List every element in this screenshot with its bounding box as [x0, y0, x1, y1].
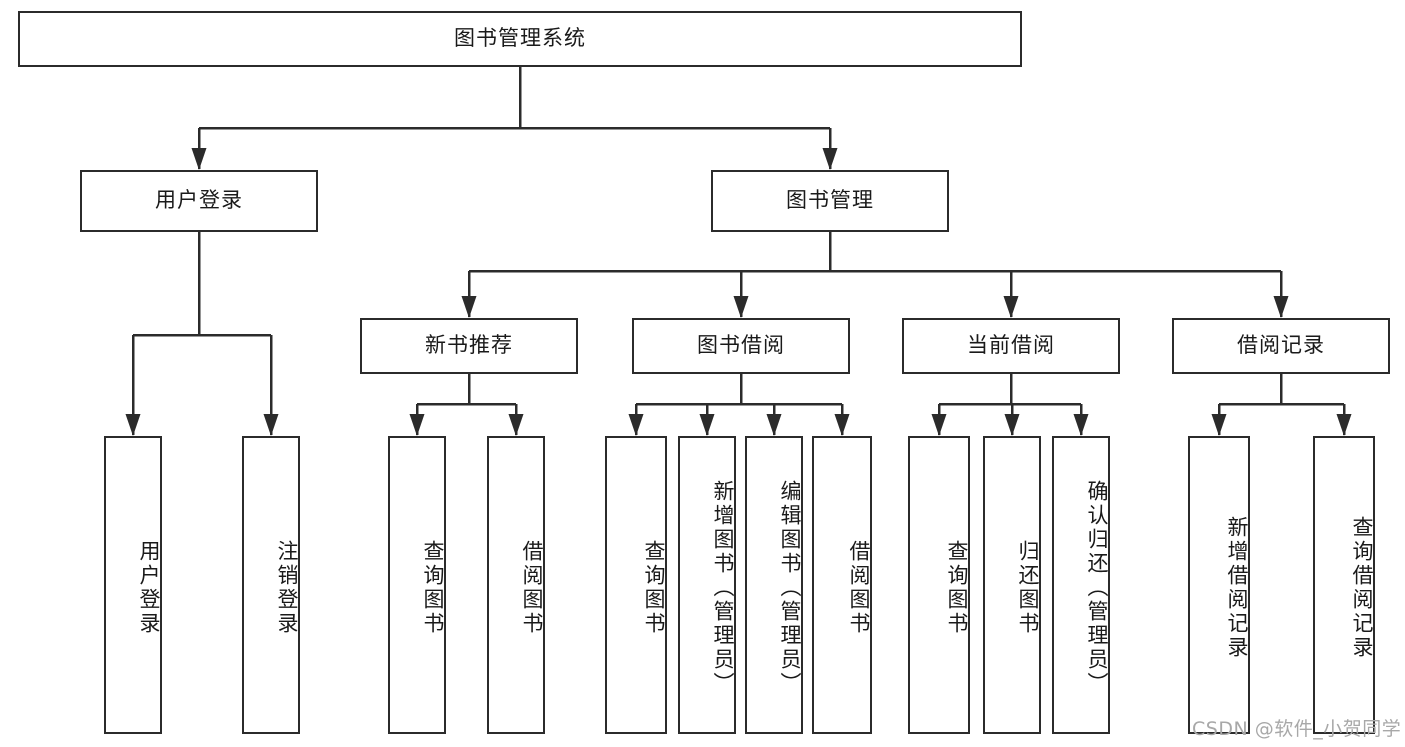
node-label: 用户登录	[137, 540, 161, 636]
edge-arrowhead	[1003, 296, 1019, 318]
edge-arrowhead	[1273, 296, 1289, 318]
node-label: 借阅记录	[1237, 333, 1325, 358]
node-l1-user[interactable]: 用户登录	[80, 170, 318, 232]
edge-arrowhead	[1211, 414, 1227, 436]
edge-arrowhead	[628, 414, 644, 436]
node-label: 图书借阅	[697, 333, 785, 358]
node-leaf-cu-return[interactable]: 归还图书	[983, 436, 1041, 734]
edge-arrowhead	[1073, 414, 1089, 436]
node-label: 查询图书	[421, 540, 445, 636]
node-leaf-bo-add[interactable]: 新增图书（管理员）	[678, 436, 736, 734]
node-l2-borrow[interactable]: 图书借阅	[632, 318, 850, 374]
node-l2-newbook[interactable]: 新书推荐	[360, 318, 578, 374]
edge-arrowhead	[1004, 414, 1020, 436]
node-label: 查询借阅记录	[1350, 516, 1374, 660]
node-label: 借阅图书	[520, 540, 544, 636]
node-leaf-nb-query[interactable]: 查询图书	[388, 436, 446, 734]
edge-arrowhead	[263, 414, 279, 436]
node-label: 当前借阅	[967, 333, 1055, 358]
node-leaf-bo-edit[interactable]: 编辑图书（管理员）	[745, 436, 803, 734]
edge-arrowhead	[1336, 414, 1352, 436]
edge-arrowhead	[931, 414, 947, 436]
node-leaf-rc-query[interactable]: 查询借阅记录	[1313, 436, 1375, 734]
node-label: 用户登录	[155, 188, 243, 213]
node-leaf-bo-query[interactable]: 查询图书	[605, 436, 667, 734]
node-label: 图书管理系统	[454, 26, 586, 51]
node-leaf-bo-lend[interactable]: 借阅图书	[812, 436, 872, 734]
node-label: 新增图书（管理员）	[711, 480, 735, 696]
edge-arrowhead	[461, 296, 477, 318]
node-leaf-user-logout[interactable]: 注销登录	[242, 436, 300, 734]
node-l2-current[interactable]: 当前借阅	[902, 318, 1120, 374]
node-leaf-nb-borrow[interactable]: 借阅图书	[487, 436, 545, 734]
edge-arrowhead	[834, 414, 850, 436]
node-label: 借阅图书	[847, 540, 871, 636]
edge-arrowhead	[409, 414, 425, 436]
node-label: 编辑图书（管理员）	[778, 480, 802, 696]
node-label: 查询图书	[642, 540, 666, 636]
node-label: 新书推荐	[425, 333, 513, 358]
node-label: 查询图书	[945, 540, 969, 636]
node-leaf-cu-confirm[interactable]: 确认归还（管理员）	[1052, 436, 1110, 734]
edge-arrowhead	[822, 148, 838, 170]
edge-arrowhead	[699, 414, 715, 436]
edge-arrowhead	[508, 414, 524, 436]
node-label: 注销登录	[275, 540, 299, 636]
node-root[interactable]: 图书管理系统	[18, 11, 1022, 67]
node-label: 新增借阅记录	[1225, 516, 1249, 660]
edge-arrowhead	[733, 296, 749, 318]
node-l2-record[interactable]: 借阅记录	[1172, 318, 1390, 374]
edge-arrowhead	[766, 414, 782, 436]
node-label: 确认归还（管理员）	[1085, 480, 1109, 696]
node-label: 图书管理	[786, 188, 874, 213]
node-l1-book[interactable]: 图书管理	[711, 170, 949, 232]
edge-arrowhead	[191, 148, 207, 170]
node-leaf-rc-add[interactable]: 新增借阅记录	[1188, 436, 1250, 734]
node-label: 归还图书	[1016, 540, 1040, 636]
node-leaf-user-login[interactable]: 用户登录	[104, 436, 162, 734]
edge-arrowhead	[125, 414, 141, 436]
node-leaf-cu-query[interactable]: 查询图书	[908, 436, 970, 734]
